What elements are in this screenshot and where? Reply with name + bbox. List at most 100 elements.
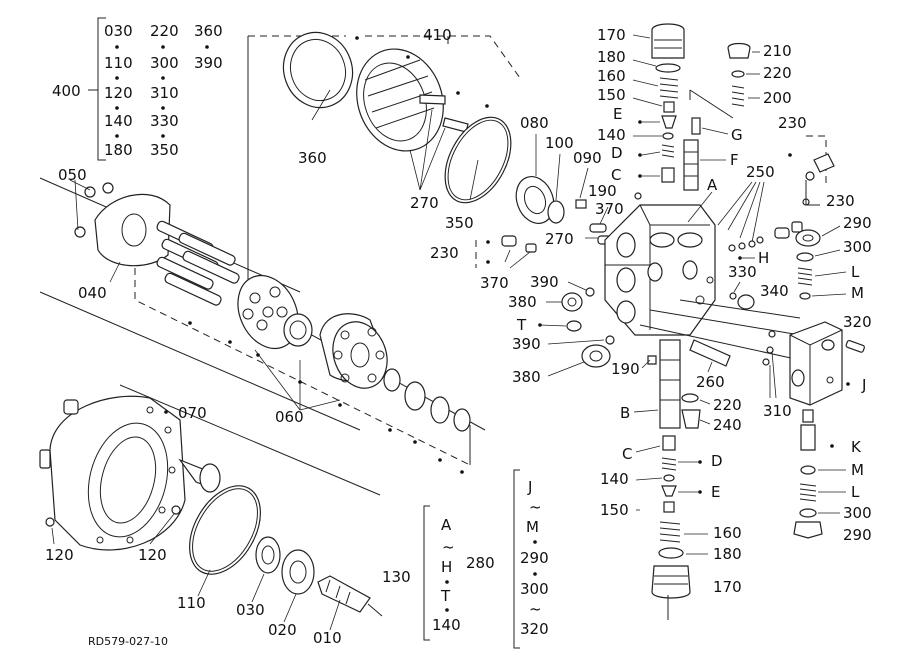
g400-c1-r2: 110 [104,54,133,72]
label-250: 250 [746,163,775,181]
housing-ring-270 [356,48,469,152]
label-L-top: L [851,263,860,281]
label-310: 310 [763,402,792,420]
group-400-label: 400 [52,82,81,100]
label-160-top: 160 [597,67,626,85]
plug-170-bottom [651,565,691,599]
cover-disk-040 [74,182,171,267]
g280-mid1: M [526,518,539,536]
spring-160-bottom [659,521,681,543]
label-150-bottom: 150 [600,501,629,519]
motor-housing [39,395,186,551]
g130-mid1: H [441,558,452,576]
spring-160-top [659,77,679,99]
axis-line-middle [39,291,361,431]
cylinder-block [319,313,388,389]
bearing-080 [515,176,555,224]
plug-380-bottom [581,344,611,368]
label-150-top: 150 [597,86,626,104]
g400-c2-r2: 300 [150,54,179,72]
label-100: 100 [545,134,574,152]
label-E-bottom: E [711,483,720,501]
label-M-top: M [851,284,864,302]
label-340: 340 [760,282,789,300]
valve-body [604,204,716,336]
spool-K [802,409,814,423]
label-180-bottom: 180 [713,545,742,563]
label-180-top: 180 [597,48,626,66]
axis-line-lower [119,384,381,496]
g280-tilde1: ~ [529,498,542,516]
g400-c2-r1: 220 [150,22,179,40]
label-120-left: 120 [45,546,74,564]
label-B: B [620,404,630,422]
label-360: 360 [298,149,327,167]
g400-c2-r4: 330 [150,112,179,130]
g130-bottom: 140 [432,616,461,634]
label-140-top: 140 [597,126,626,144]
plug-T [566,320,582,332]
group-130-bracket: 130 A ~ H T 140 [382,505,461,641]
plug-170-top [651,23,685,59]
spool-B [659,339,681,429]
label-290-top: 290 [843,214,872,232]
label-160-bottom: 160 [713,524,742,542]
label-390-bottom: 390 [512,335,541,353]
label-A: A [707,176,718,194]
g400-c1-r4: 140 [104,112,133,130]
g130-mid2: T [440,587,451,605]
label-E-top: E [613,105,622,123]
label-200: 200 [763,89,792,107]
label-030: 030 [236,601,265,619]
label-J: J [861,376,866,394]
label-170-bottom: 170 [713,578,742,596]
label-330: 330 [728,263,757,281]
label-240: 240 [713,416,742,434]
label-260: 260 [696,373,725,391]
group-280-bracket: 280 J ~ M 290 300 ~ 320 [466,469,549,649]
label-T: T [516,316,527,334]
g280-bottom: 320 [520,620,549,638]
label-370-left: 370 [480,274,509,292]
label-H: H [758,249,769,267]
spring-L-bottom [799,483,817,502]
g400-c1-r3: 120 [104,84,133,102]
label-320: 320 [843,313,872,331]
label-020: 020 [268,621,297,639]
label-270-top: 270 [410,194,439,212]
label-L-bottom: L [851,483,860,501]
label-110: 110 [177,594,206,612]
label-D-top: D [611,144,623,162]
drawing-code: RD579-027-10 [88,635,168,648]
label-230-right: 230 [826,192,855,210]
label-290-bottom: 290 [843,526,872,544]
label-190-top: 190 [588,182,617,200]
label-300-top: 300 [843,238,872,256]
label-350: 350 [445,214,474,232]
g400-c1-r5: 180 [104,141,133,159]
label-C-bottom: C [622,445,632,463]
g280-mid3: 300 [520,580,549,598]
label-210: 210 [763,42,792,60]
plug-290-top [795,229,821,247]
plug-210 [727,42,751,59]
label-370-top: 370 [595,200,624,218]
g130-top: A [441,516,452,534]
group-130-label: 130 [382,568,411,586]
piston-set [156,220,240,306]
label-380-bottom: 380 [512,368,541,386]
label-060: 060 [275,408,304,426]
label-230-top: 230 [778,114,807,132]
label-380-top: 380 [508,293,537,311]
ring-360 [282,31,354,109]
spool-F [683,139,699,191]
plug-230-top [813,153,835,173]
ring-030 [255,536,281,574]
label-120-right: 120 [138,546,167,564]
group-400-bracket: 400 030 110 120 140 180 220 300 310 330 … [52,17,223,161]
g400-c2-r5: 350 [150,141,179,159]
pin-090 [575,199,587,209]
label-D-bottom: D [711,452,723,470]
springs-rings [383,368,471,432]
